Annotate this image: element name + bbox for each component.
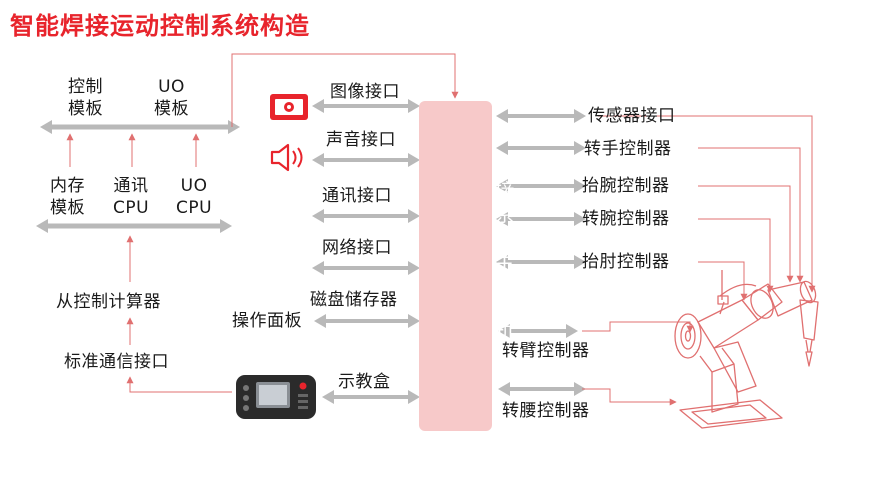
control-uo-bus — [40, 120, 240, 134]
arrow-wrist-rotate — [496, 141, 586, 155]
teach-pendant-icon — [236, 375, 316, 419]
waist-rotate-controller-label: 转腰控制器 — [502, 401, 590, 421]
slave-computer-label: 从控制计算器 — [56, 292, 161, 312]
wrist-rotate-controller-label: 转手控制器 — [584, 139, 672, 159]
wrist-lift-controller-label: 抬腕控制器 — [582, 176, 670, 196]
uo-module-label: UO 模板 — [154, 77, 189, 119]
connector-wrist-lift-robot — [698, 185, 794, 283]
connector-elbow-lift-robot — [698, 261, 748, 301]
operation-panel-label: 操作面板 — [232, 311, 302, 331]
speaker-icon — [270, 143, 303, 172]
comm-interface-label: 通讯接口 — [322, 186, 392, 206]
arrow-comm-interface — [312, 209, 420, 223]
sound-interface-label: 声音接口 — [326, 130, 396, 150]
image-interface-label: 图像接口 — [330, 82, 400, 102]
connector-sensor-robot — [598, 115, 816, 293]
wrist-turn-controller-label: 转腕控制器 — [582, 209, 670, 229]
std-interface-label: 标准通信接口 — [64, 352, 169, 372]
comm-cpu-label: 通讯 CPU — [113, 176, 150, 218]
arrow-elbow-lift — [496, 255, 586, 269]
arrow-sensor-interface — [496, 109, 586, 123]
arrow-wrist-lift — [496, 179, 586, 193]
elbow-lift-controller-label: 抬肘控制器 — [582, 252, 670, 272]
memory-module-label: 内存 模板 — [50, 176, 85, 218]
cpu-bus — [36, 219, 232, 233]
page-title: 智能焊接运动控制系统构造 — [10, 12, 310, 40]
connector-waist-rotate-robot — [582, 388, 677, 406]
connector-pendant-std — [126, 376, 232, 393]
disk-storage-label: 磁盘储存器 — [310, 290, 398, 310]
connector-wrist-turn-robot — [698, 218, 774, 293]
arrow-waist-rotate — [498, 382, 586, 396]
connector-arm-rotate-robot — [582, 321, 694, 333]
arrow-teach-pendant — [322, 390, 420, 404]
control-module-label: 控制 模板 — [68, 77, 103, 119]
arm-rotate-controller-label: 转臂控制器 — [502, 341, 590, 361]
main-computer-box: 焊接系统主计算机 — [419, 101, 515, 431]
uo-cpu-label: UO CPU — [176, 176, 213, 218]
arrow-disk-storage — [314, 314, 420, 328]
connector-wrist-rotate-robot — [698, 147, 804, 283]
network-interface-label: 网络接口 — [322, 238, 392, 258]
main-computer-label: 焊接系统主计算机 — [491, 156, 515, 348]
teach-pendant-label: 示教盒 — [338, 372, 391, 392]
robot-arm-icon — [674, 270, 819, 429]
camera-icon — [270, 94, 308, 120]
sensor-interface-label: 传感器接口 — [588, 106, 676, 126]
arrow-image-interface — [312, 99, 420, 113]
arrow-arm-rotate — [498, 324, 578, 338]
arrow-sound-interface — [312, 153, 420, 167]
arrow-network-interface — [312, 261, 420, 275]
connector-bus-center — [231, 53, 459, 127]
arrow-wrist-turn — [496, 212, 586, 226]
